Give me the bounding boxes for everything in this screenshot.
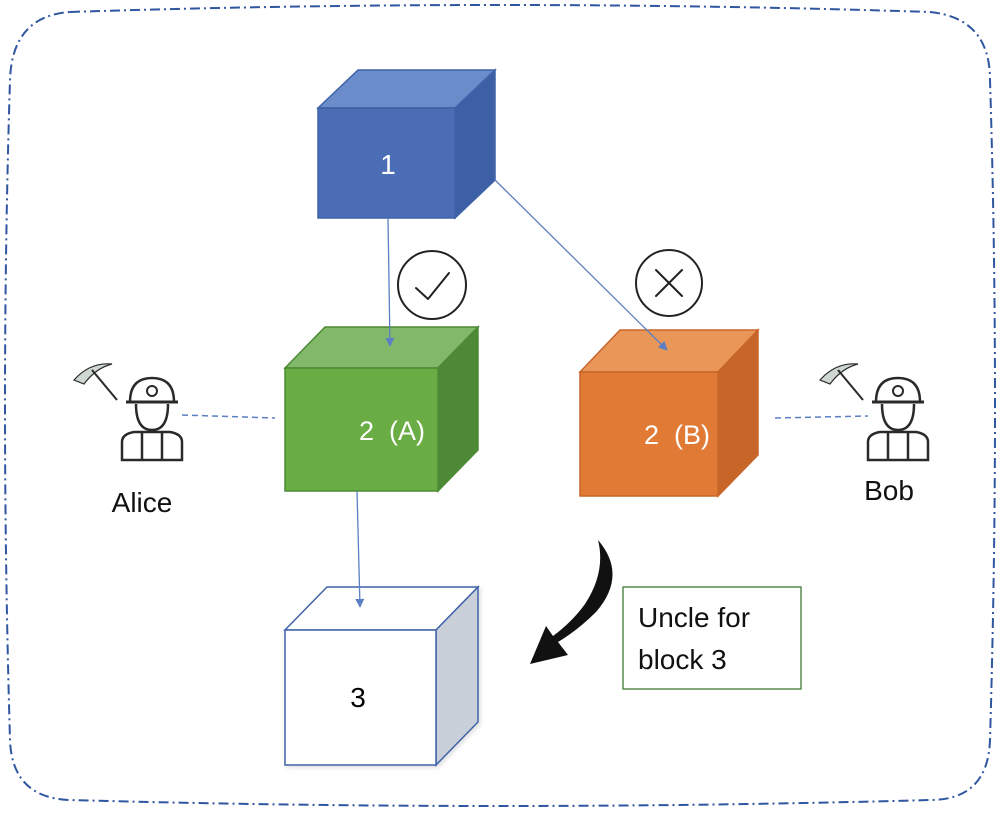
block-2a-label: 2 (A) xyxy=(359,416,425,446)
bob-connection xyxy=(774,415,869,419)
link-2a-to-3 xyxy=(355,490,365,608)
uncle-note: Uncle for block 3 xyxy=(622,586,802,690)
alice-label: Alice xyxy=(112,487,173,518)
alice-connection xyxy=(181,414,276,419)
uncle-note-line2: block 3 xyxy=(638,644,727,675)
curved-arrow-icon xyxy=(530,540,613,664)
link-1-to-2b xyxy=(494,179,668,351)
x-circle-icon xyxy=(635,249,703,317)
block-1: 1 xyxy=(316,68,497,220)
network-boundary xyxy=(4,4,996,807)
block-2a: 2 (A) xyxy=(283,325,480,493)
block-2b-label: 2 (B) xyxy=(644,420,710,450)
link-1-to-2a xyxy=(385,217,395,347)
bob-miner-icon xyxy=(818,363,930,462)
check-circle-icon xyxy=(397,250,467,320)
alice-miner-icon xyxy=(72,363,184,462)
block-3: 3 xyxy=(283,585,480,767)
block-2b: 2 (B) xyxy=(578,328,760,498)
block-1-label: 1 xyxy=(380,149,396,180)
bob-label: Bob xyxy=(864,475,914,506)
uncle-note-line1: Uncle for xyxy=(638,602,750,633)
block-3-label: 3 xyxy=(350,682,366,713)
